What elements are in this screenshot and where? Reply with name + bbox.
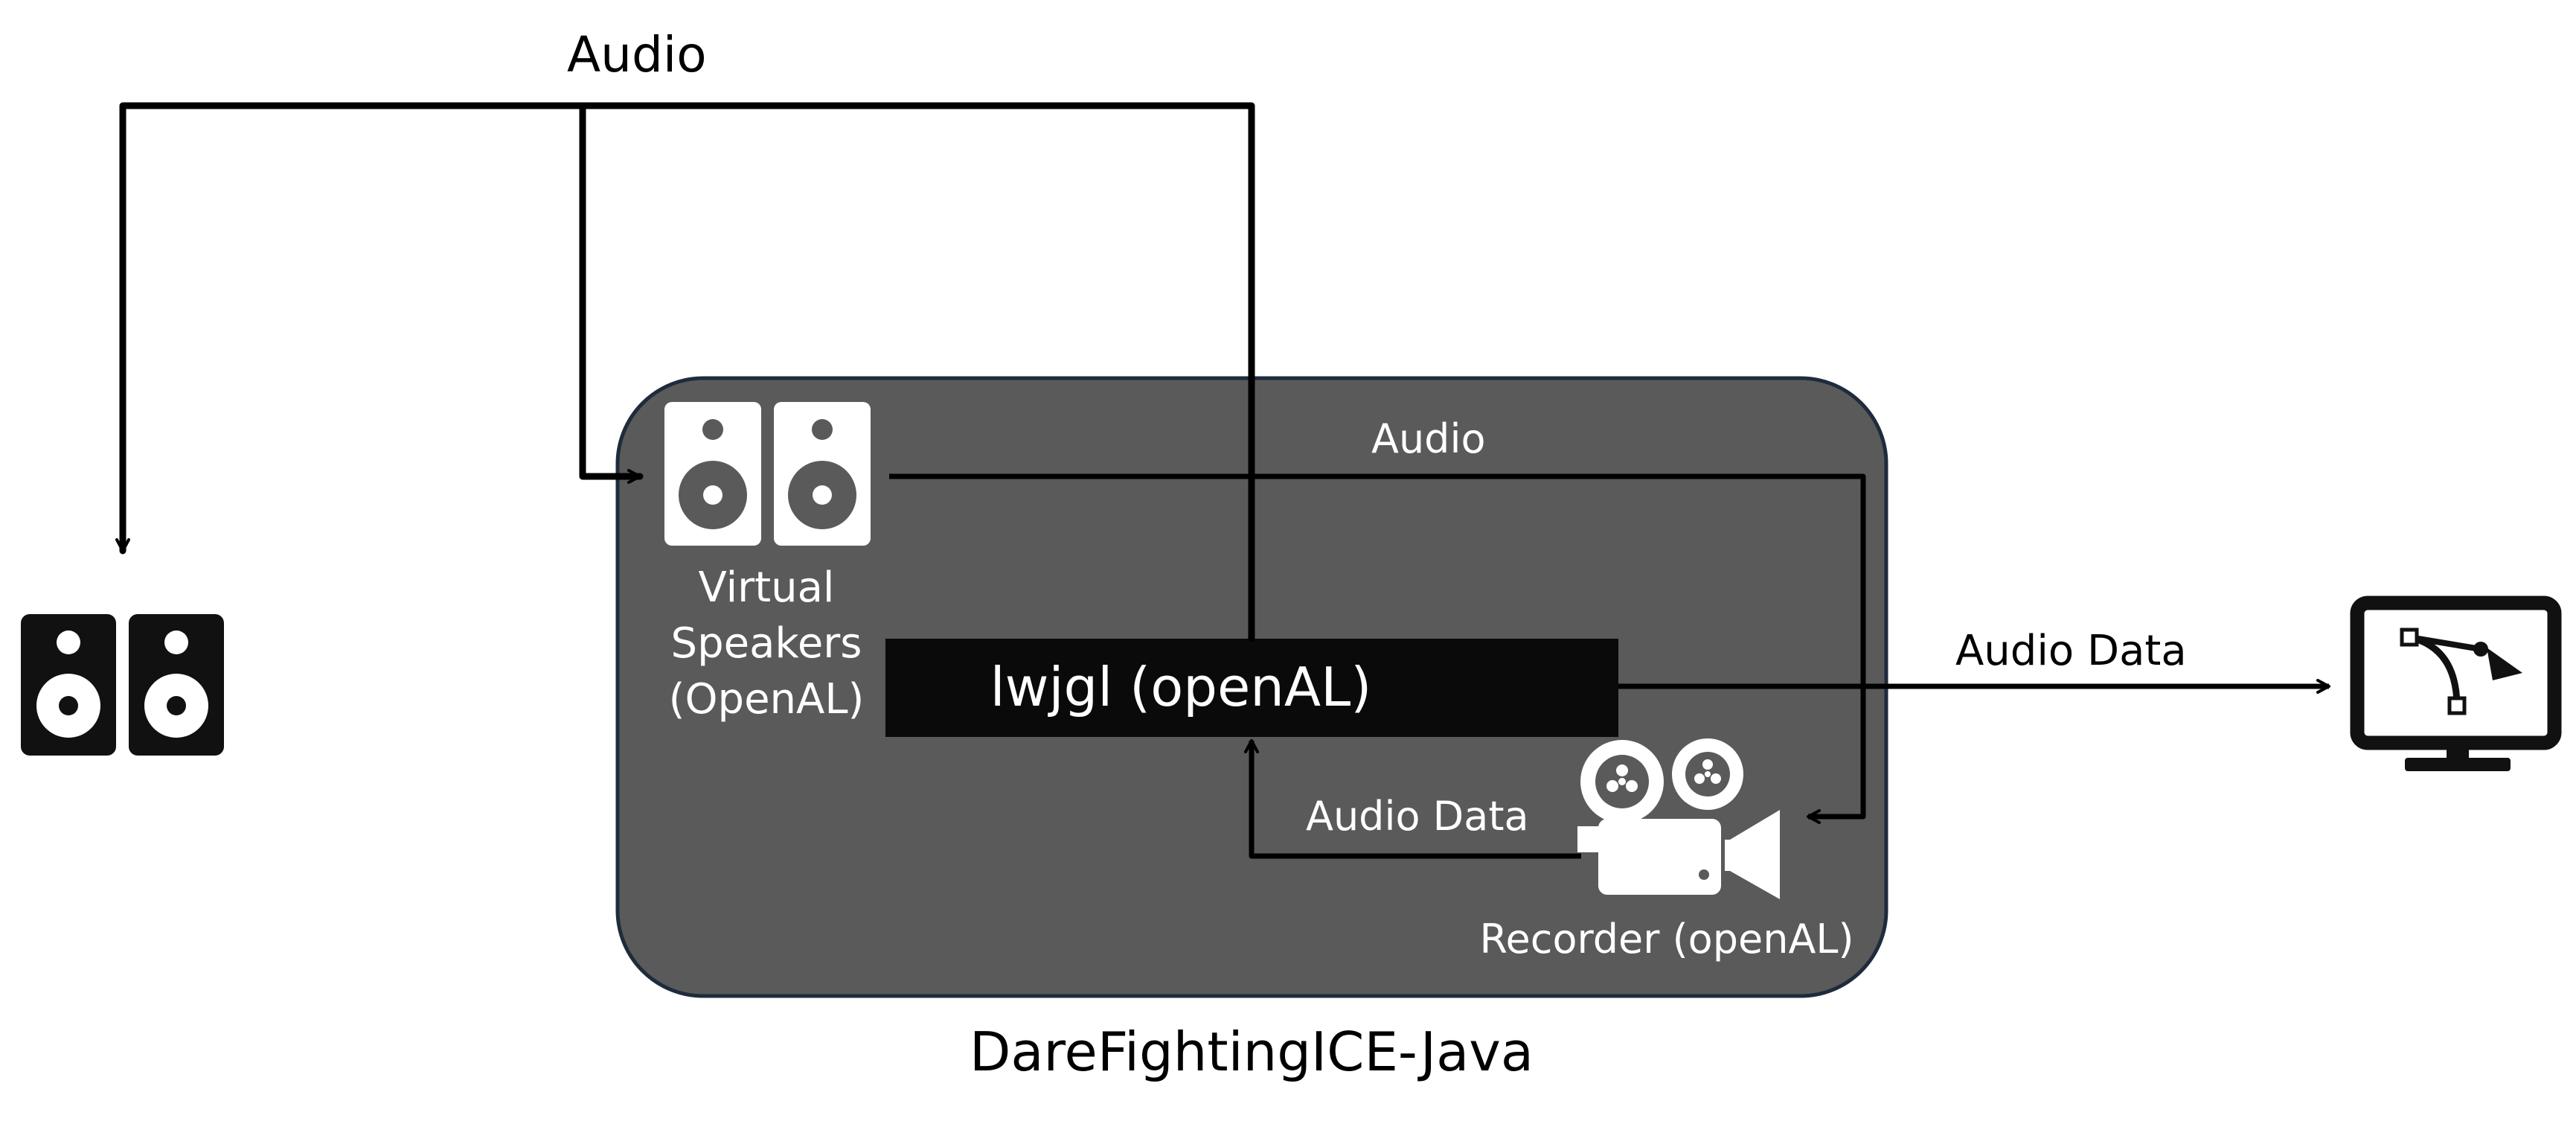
lwjgl-label: lwjgl (openAL) [990,656,1372,718]
audio-output-connector [115,102,1255,642]
audio-data-inner-label: Audio Data [1306,793,1529,840]
recorder-label: Recorder (openAL) [1479,916,1853,962]
virtual-speakers-icon [664,402,871,546]
virtual-speakers-label-line3: (OpenAL) [669,675,865,724]
audio-inner-label: Audio [1371,415,1485,462]
virtual-speakers-label-line1: Virtual [699,564,835,612]
audio-to-recorder-connector [889,473,1866,824]
audio-data-right-label: Audio Data [1955,627,2187,675]
audio-top-label: Audio [567,26,707,83]
container-title: DareFightingICE-Java [970,1021,1534,1083]
recorder-to-lwjgl-connector [1244,739,1581,859]
speakers-icon [21,614,224,756]
lwjgl-box [885,639,1618,737]
monitor-icon [2350,596,2562,771]
movie-camera-icon [1577,738,1780,899]
virtual-speakers-label-line2: Speakers [671,619,862,668]
